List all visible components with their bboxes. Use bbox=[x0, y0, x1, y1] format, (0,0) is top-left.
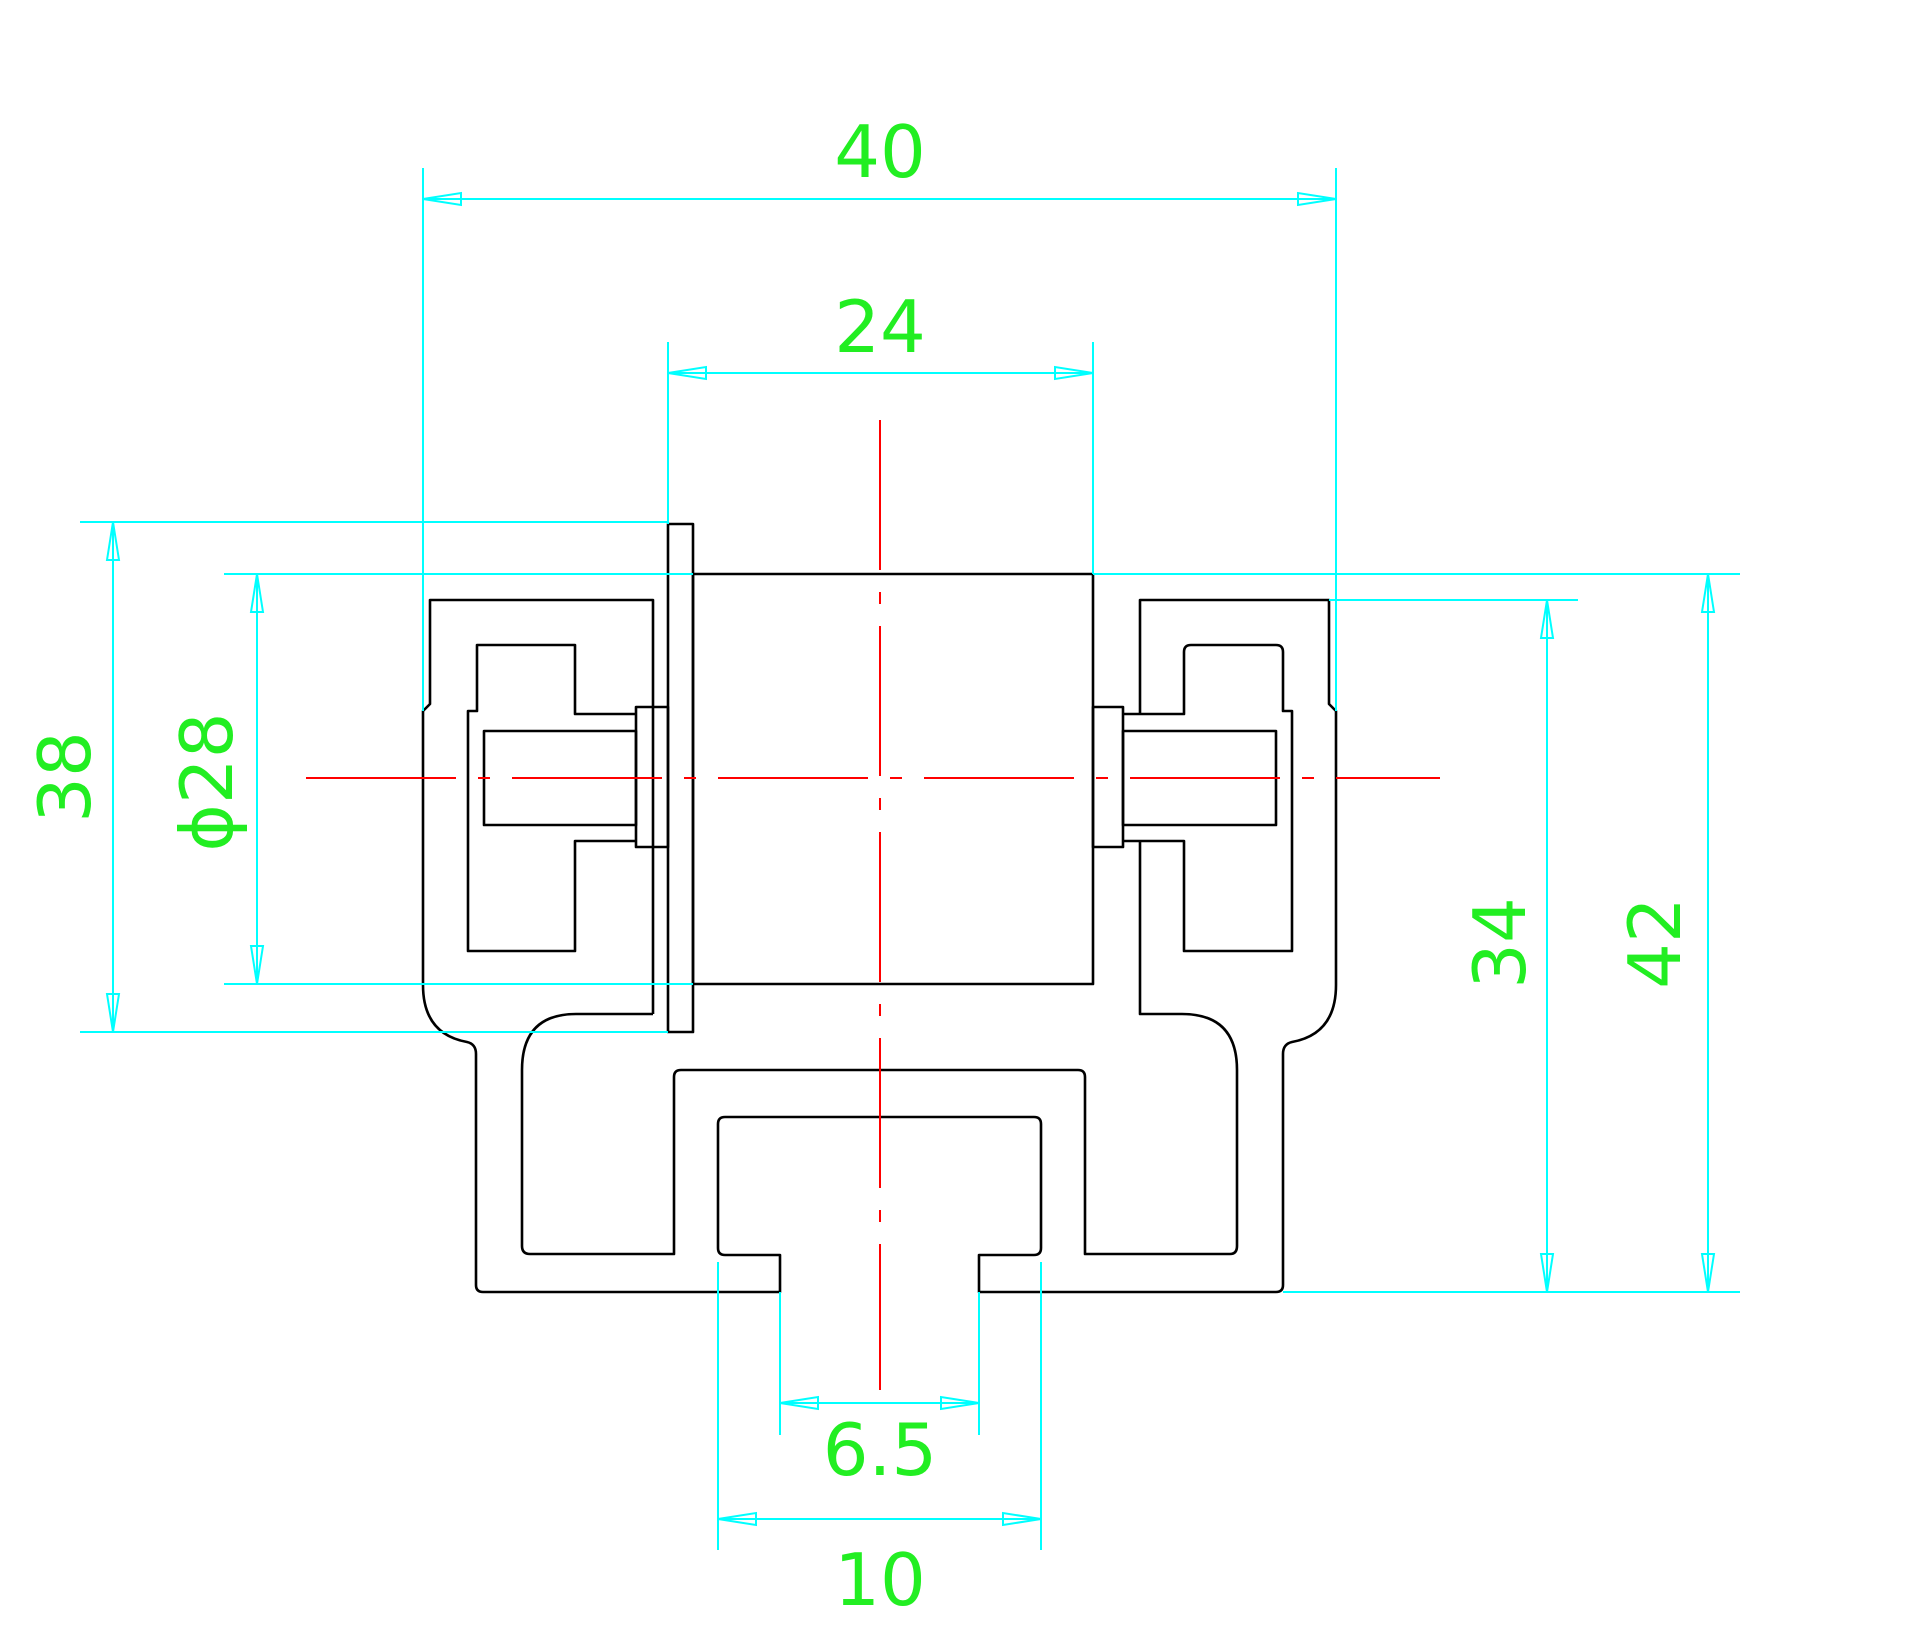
dimension-label-38: 38 bbox=[23, 731, 107, 823]
dimension-label-diameter-28: ϕ28 bbox=[165, 712, 249, 851]
dimension-label-40: 40 bbox=[834, 110, 926, 194]
dimension-label-24: 24 bbox=[834, 285, 926, 369]
dimension-slot-width: 10 bbox=[717, 1262, 1042, 1622]
centerlines bbox=[306, 420, 1440, 1390]
dimension-label-42: 42 bbox=[1613, 897, 1697, 989]
dimension-slot-opening: 6.5 bbox=[779, 1292, 980, 1492]
extrusion-inner-wall bbox=[520, 841, 1239, 1256]
dimension-overall-height: 42 bbox=[1093, 573, 1740, 1293]
dimension-roller-width: 24 bbox=[667, 285, 1094, 574]
right-bearing bbox=[1123, 643, 1294, 953]
left-bearing bbox=[466, 643, 636, 953]
dimension-flange-height: 38 bbox=[23, 521, 668, 1033]
dimension-rail-height: 34 bbox=[1283, 599, 1740, 1293]
part-outline bbox=[421, 522, 1338, 1294]
dimension-overall-width: 40 bbox=[422, 110, 1337, 711]
dimension-label-6-5: 6.5 bbox=[823, 1408, 938, 1492]
dimension-label-10: 10 bbox=[834, 1538, 926, 1622]
dimension-label-34: 34 bbox=[1458, 897, 1542, 989]
dimension-roller-diameter: ϕ28 bbox=[165, 573, 693, 985]
